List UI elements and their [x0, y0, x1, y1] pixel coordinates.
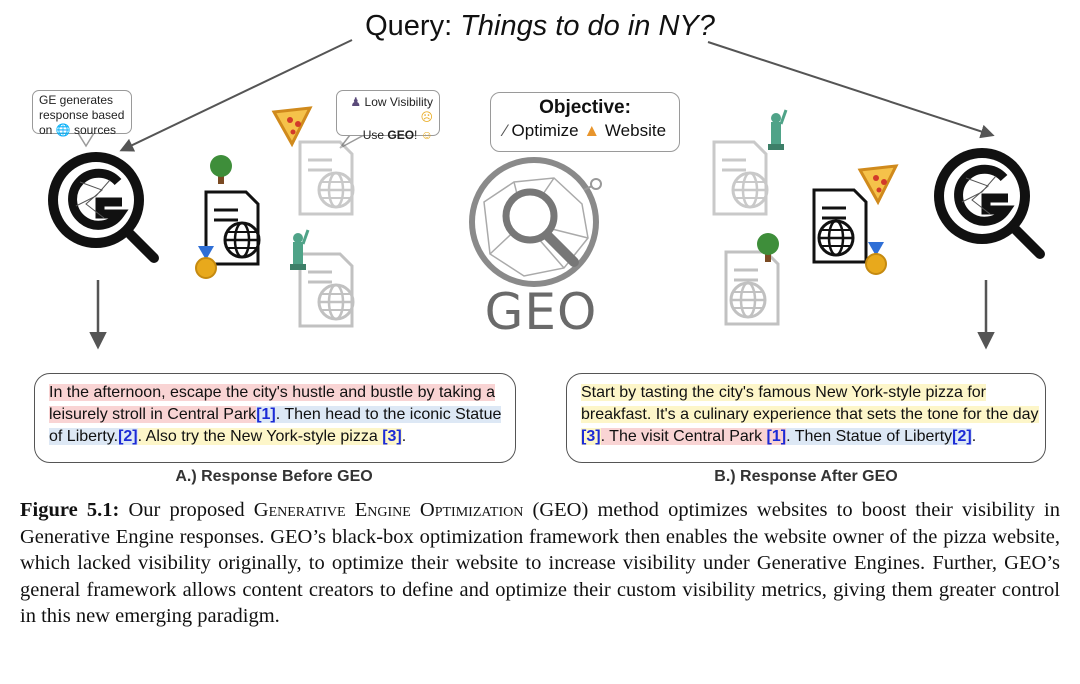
ge-generates-bubble: GE generates response based on 🌐 sources — [32, 90, 132, 137]
geo-logo-text: GEO — [484, 283, 598, 341]
bubble-ge-line3-prefix: on — [39, 123, 53, 137]
globe-emoji-icon: 🌐 — [55, 123, 71, 137]
doc-park-right-faded-icon — [724, 250, 780, 326]
bubble-ge-line1: GE generates — [39, 93, 114, 107]
objective-box: Objective: ⁄ Optimize ▲ Website — [490, 92, 680, 152]
citation-marker: [3] — [581, 428, 601, 445]
query-arrow-right — [707, 41, 995, 139]
query-title: Query: Things to do in NY? — [0, 10, 1080, 43]
response-text-segment: . Also try the New York-style pizza — [137, 428, 383, 445]
liberty-left-icon — [290, 229, 310, 270]
liberty-right-icon — [768, 109, 788, 150]
doc-liberty-right-faded-icon — [712, 140, 769, 216]
bubble-vis-exclaim: ! — [414, 128, 418, 142]
objective-line: ⁄ Optimize ▲ Website — [491, 121, 679, 141]
bubble-vis-line1: ♟ Low Visibility ☹ — [343, 95, 433, 125]
response-text-segment: . — [971, 428, 977, 445]
caption-intro: Our proposed — [128, 499, 245, 521]
response-text-segment: . Then Statue of Liberty — [786, 428, 953, 445]
query-text: Things to do in NY? — [460, 10, 715, 42]
caption-method: Generative Engine Optimization — [253, 499, 524, 521]
pizza-right-icon — [857, 164, 899, 206]
tree-right-icon — [757, 233, 779, 262]
doc-liberty-left-faded-icon — [298, 252, 355, 328]
ge-logo-left-icon — [48, 152, 159, 263]
pizza-emoji-icon: ▲ — [583, 121, 601, 140]
response-text-segment: . — [401, 428, 407, 445]
query-label: Query: — [365, 10, 453, 42]
caption-rest: (GEO) method optimizes websites to boost… — [20, 499, 1060, 627]
doc-park-left-icon — [204, 155, 261, 266]
sad-face-icon: ☹ — [420, 110, 433, 124]
bubble-tail-ge — [77, 132, 95, 148]
person-icon: ♟ — [350, 95, 362, 109]
caption-label: Figure 5.1: — [20, 499, 120, 521]
objective-optimize: Optimize — [511, 121, 579, 140]
response-text-segment: Start by tasting the city's famous New Y… — [581, 384, 1039, 423]
doc-pizza-right-icon — [812, 188, 868, 264]
bubble-vis-line2: Use GEO! ☺ — [343, 128, 433, 143]
ge-logo-right-icon — [934, 148, 1045, 259]
bubble-ge-line3-suffix: sources — [74, 123, 117, 137]
response-text-segment: . The visit Central Park — [600, 428, 767, 445]
response-after-label: B.) Response After GEO — [714, 468, 898, 485]
citation-marker: [2] — [118, 428, 138, 445]
response-before-label: A.) Response Before GEO — [175, 468, 373, 485]
magic-wand-icon: ⁄ — [503, 121, 507, 140]
response-after-box: Start by tasting the city's famous New Y… — [566, 373, 1046, 463]
figure-caption: Figure 5.1: Our proposed Generative Engi… — [20, 497, 1060, 630]
low-visibility-bubble: ♟ Low Visibility ☹ Use GEO! ☺ — [336, 90, 440, 142]
pizza-left-icon — [271, 106, 313, 148]
citation-marker: [2] — [952, 428, 972, 445]
bubble-tail-vis — [339, 134, 365, 149]
diagram-graphics — [48, 39, 1045, 350]
bubble-vis-text1: Low Visibility — [364, 95, 433, 109]
bubble-ge-line3: on 🌐 sources — [39, 123, 125, 138]
query-arrow-left — [119, 39, 353, 152]
happy-face-icon: ☺ — [420, 128, 433, 142]
bubble-vis-use: Use — [362, 128, 385, 142]
geo-center-logo-icon — [469, 157, 602, 287]
citation-marker: [3] — [382, 428, 402, 445]
objective-title: Objective: — [539, 97, 631, 118]
doc-pizza-left-faded-icon — [298, 140, 355, 216]
medal-right-icon — [865, 242, 887, 275]
response-before-box: In the afternoon, escape the city's hust… — [34, 373, 516, 463]
medal-left-icon — [195, 246, 217, 279]
bubble-vis-geo: GEO — [387, 128, 415, 142]
citation-marker: [1] — [256, 406, 276, 423]
citation-marker: [1] — [766, 428, 787, 445]
bubble-ge-line2: response based — [39, 108, 125, 122]
objective-website: Website — [604, 121, 667, 140]
